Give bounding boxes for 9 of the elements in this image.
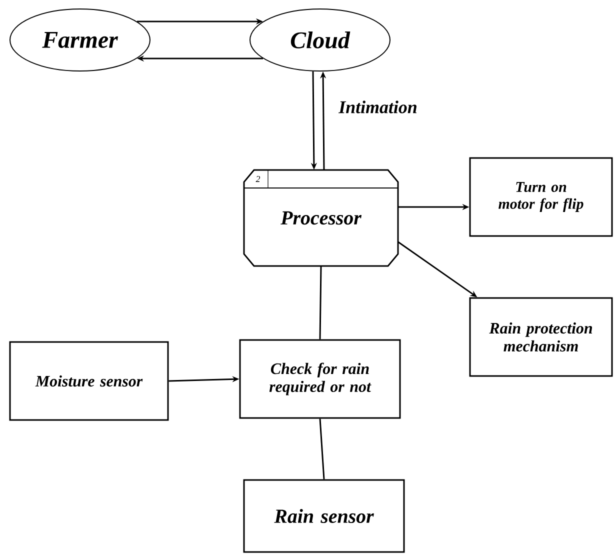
edge-label: Intimation (338, 100, 416, 114)
process-box: Check for rain required or not (239, 339, 401, 419)
corner-number: 2 (256, 176, 260, 182)
ellipse-node: Farmer (10, 8, 150, 72)
process-box: Moisture sensor (9, 341, 169, 421)
ellipse-node: Cloud (250, 8, 390, 72)
process-box: Turn on motor for flip (469, 157, 613, 237)
process-box: Rain protection mechanism (469, 297, 613, 377)
process-box: Rain sensor (243, 479, 405, 553)
